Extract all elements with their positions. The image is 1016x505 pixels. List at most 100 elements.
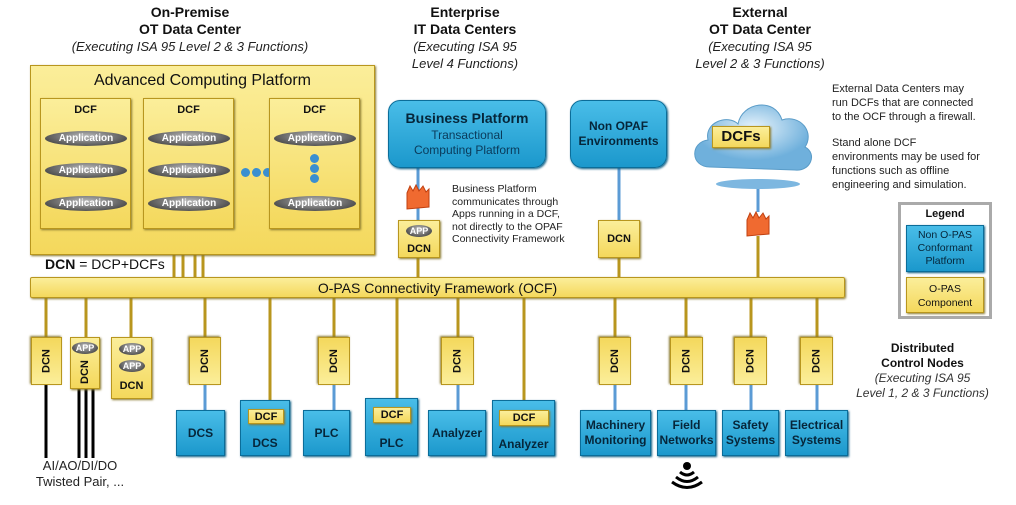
nonopaf-l2: Environments <box>578 134 659 148</box>
enterprise-title2: IT Data Centers <box>413 21 517 37</box>
advanced-computing-platform: Advanced Computing Platform DCF Applicat… <box>30 65 375 255</box>
dcf-box: DCF Application Application <box>269 98 360 229</box>
ellipsis-dot <box>310 154 319 163</box>
device-label: Analyzer <box>498 437 549 451</box>
app-badge: APP <box>119 343 145 355</box>
note-line: run DCFs that are connected <box>832 97 974 109</box>
note-line: functions such as offline <box>832 165 950 177</box>
note-line: Connectivity Framework <box>452 233 565 245</box>
system-label: Networks <box>659 433 714 447</box>
ellipsis-dot <box>263 168 272 177</box>
dcs-device: DCS <box>176 410 225 456</box>
dcn-label: DCN <box>119 380 144 392</box>
enterprise-title: Enterprise <box>430 4 500 20</box>
cloud-dcfs: DCFs <box>712 126 770 148</box>
application: Application <box>45 131 127 146</box>
legend-text: Platform <box>925 255 965 267</box>
system-label: Systems <box>791 433 842 447</box>
note-line: environments may be used for <box>832 151 980 163</box>
external-title: External <box>732 4 788 20</box>
dcs-device-dcf: DCF DCS <box>240 400 290 456</box>
application: Application <box>148 131 230 146</box>
dcf-box: DCF Application Application Application <box>143 98 234 229</box>
ellipsis-dot <box>241 168 250 177</box>
system-label: Monitoring <box>584 433 647 447</box>
legend-title: Legend <box>925 208 965 220</box>
distributed-title: Distributed <box>890 341 955 355</box>
dcn-node: DCN <box>800 337 833 385</box>
plc-device: PLC <box>303 410 350 456</box>
external-title2: OT Data Center <box>709 21 811 37</box>
system-label: Machinery <box>585 418 646 432</box>
dcn-node: DCN <box>318 337 350 385</box>
legend-text: Component <box>917 297 973 309</box>
nonopaf-l1: Non OPAF <box>588 119 649 133</box>
application: Application <box>45 163 127 178</box>
business-sub1: Transactional <box>431 127 503 142</box>
distributed-label: Distributed Control Nodes (Executing ISA… <box>855 341 990 401</box>
dcn-def-text: = DCP+DCFs <box>75 256 165 272</box>
acp-title: Advanced Computing Platform <box>94 72 311 89</box>
application: Application <box>148 196 230 211</box>
business-title: Business Platform <box>405 109 529 126</box>
dcn-node-app: APP DCN <box>70 337 100 389</box>
ellipsis-dot <box>310 164 319 173</box>
system-label: Field <box>672 418 701 432</box>
note-spacer <box>832 124 980 136</box>
enterprise-sub2: Level 4 Functions) <box>411 56 519 71</box>
dcf-label: DCF <box>248 409 284 424</box>
application: Application <box>45 196 127 211</box>
system-label: Electrical <box>789 418 844 432</box>
note-line: engineering and simulation. <box>832 179 967 191</box>
dcn-node-apps: APP APP DCN <box>111 337 152 399</box>
dcf-label: DCF <box>373 407 411 423</box>
system-label: Safety <box>732 418 769 432</box>
plc-device-dcf: DCF PLC <box>365 398 418 456</box>
nonopaf-dcn: DCN <box>598 220 640 258</box>
external-note: External Data Centers may run DCFs that … <box>832 82 980 192</box>
application: Application <box>274 131 356 146</box>
dcn-label: DCN <box>79 360 91 384</box>
note-line: not directly to the OPAF <box>452 220 563 233</box>
note-line: Apps running in a DCF, <box>452 208 560 220</box>
dcn-node: DCN <box>189 337 221 385</box>
dcn-node: DCN <box>670 337 703 385</box>
firewall-icon <box>746 210 770 237</box>
app-badge: APP <box>406 225 432 237</box>
dcf-label: DCF <box>303 104 326 116</box>
business-note: Business Platform communicates through A… <box>452 183 565 246</box>
dcf-label: DCF <box>74 104 97 116</box>
business-dcn: APP DCN <box>398 220 440 258</box>
onprem-header: On-Premise OT Data Center (Executing ISA… <box>40 4 340 55</box>
ocf-bar: O-PAS Connectivity Framework (OCF) <box>30 277 845 298</box>
external-sub2: Level 2 & 3 Functions) <box>695 56 825 71</box>
note-line: communicates through <box>452 195 559 208</box>
analyzer-device: Analyzer <box>428 410 486 456</box>
app-badge: APP <box>72 342 98 354</box>
dcn-definition: DCN = DCP+DCFs <box>45 256 165 272</box>
ellipsis-dot <box>310 174 319 183</box>
onprem-title2: OT Data Center <box>139 21 241 37</box>
legend-text: O-PAS <box>929 283 961 295</box>
dcn-node: DCN <box>31 337 62 385</box>
dcf-box: DCF Application Application Application <box>40 98 131 229</box>
dcf-label: DCF <box>177 104 200 116</box>
ellipsis-dot <box>252 168 261 177</box>
wireless-icon <box>671 462 703 489</box>
dcn-label: DCN <box>407 243 431 255</box>
dcn-abbr: DCN <box>45 256 76 272</box>
onprem-subtitle: (Executing ISA 95 Level 2 & 3 Functions) <box>71 39 309 54</box>
enterprise-header: Enterprise IT Data Centers (Executing IS… <box>385 4 545 72</box>
note-line: Stand alone DCF <box>832 137 917 149</box>
non-opaf-environments: Non OPAF Environments <box>570 100 667 168</box>
application: Application <box>148 163 230 178</box>
note-line: Business Platform <box>452 183 537 195</box>
onprem-title: On-Premise <box>150 4 230 20</box>
